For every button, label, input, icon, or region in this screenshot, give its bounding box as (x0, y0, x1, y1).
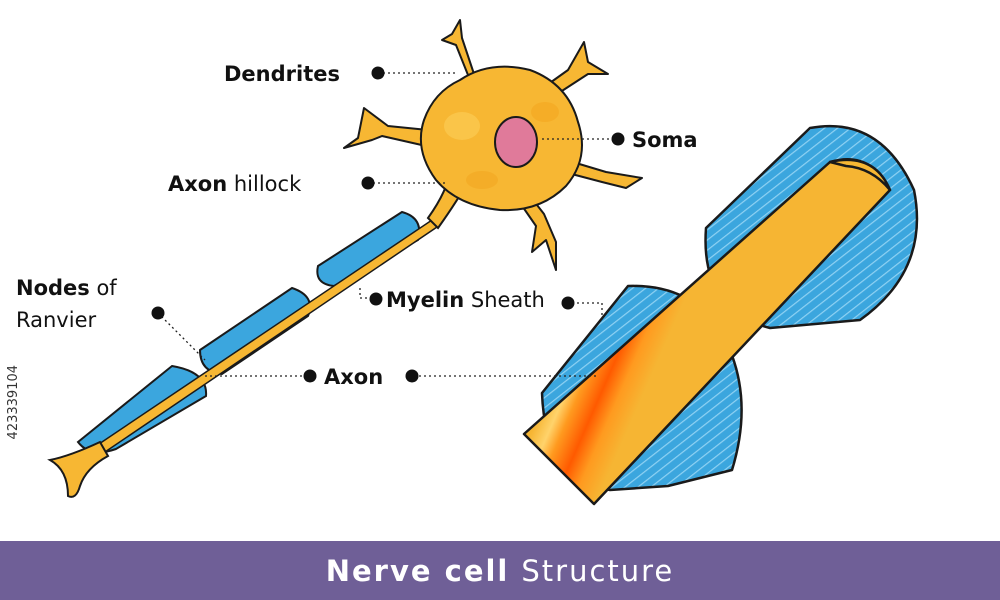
label-myelin-sheath: Myelin Sheath (386, 288, 545, 312)
neuron (47, 19, 643, 498)
label-soma: Soma (632, 128, 698, 152)
axon-terminal (47, 440, 110, 498)
label-ranvier: Ranvier (16, 308, 96, 332)
nucleus (494, 116, 538, 168)
stock-id: 423339104 (6, 365, 21, 440)
myelin-segments (76, 210, 421, 454)
axon-core-cap (828, 158, 892, 192)
label-nodes-of-ranvier: Nodes of (16, 276, 117, 300)
label-dots (151, 66, 625, 383)
myelin-segment-2 (198, 286, 311, 376)
axon-fiber (94, 218, 439, 456)
label-dendrites: Dendrites (224, 62, 340, 86)
leader-lines (157, 72, 615, 377)
label-axon-hillock: Axon hillock (168, 172, 302, 196)
nerve-cell-diagram: Dendrites Soma Axon hillock Nodes of Ran… (16, 19, 919, 506)
myelin-segment-1 (76, 364, 208, 454)
footer-title-rest: Structure (521, 553, 675, 588)
label-axon: Axon (324, 365, 383, 389)
footer-title-bold: Nerve cell (325, 553, 510, 588)
myelinated-axon-section (522, 124, 919, 506)
footer-banner: Nerve cell Structure (0, 541, 1000, 600)
